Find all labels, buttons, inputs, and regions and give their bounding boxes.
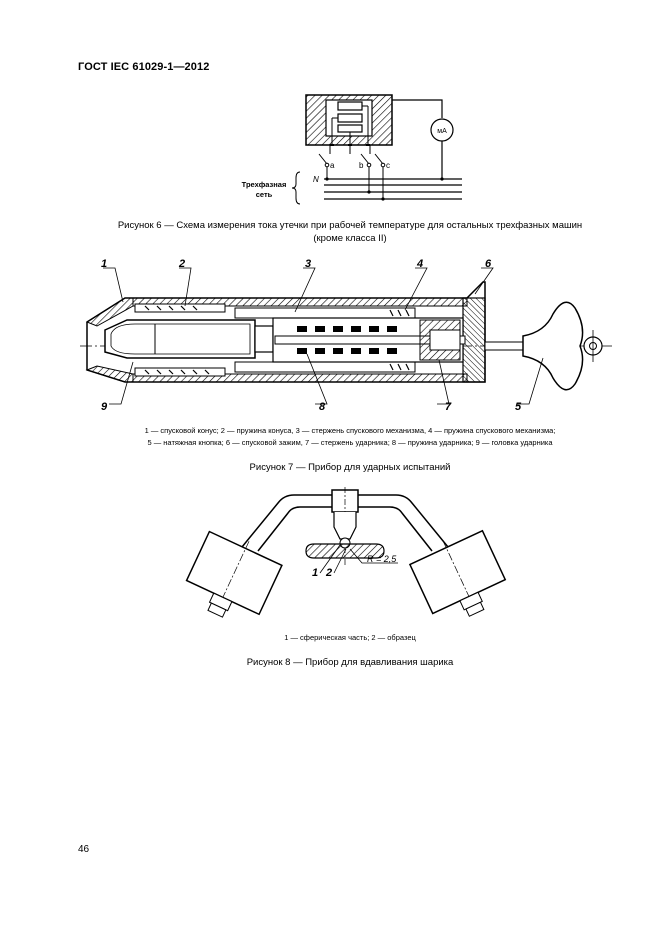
figure-7-legend: 1 — спусковой конус; 2 — пружина конуса,… [144, 426, 556, 447]
svg-text:N: N [313, 175, 319, 184]
figure-7-diagram: 1 2 3 4 6 9 8 7 5 [80, 258, 615, 413]
svg-text:a: a [330, 161, 335, 170]
svg-text:Трехфазная: Трехфазная [242, 180, 287, 189]
callout-1: 1 [101, 258, 107, 270]
figure-6-diagram: мA a b c N Трехфазная сеть [242, 94, 462, 205]
striker-rod [274, 335, 466, 345]
figure-7-caption: Рисунок 7 — Прибор для ударных испытаний [249, 462, 451, 473]
page-number: 46 [78, 844, 90, 855]
callout-4: 4 [416, 258, 423, 270]
figure-8-caption: Рисунок 8 — Прибор для вдавливания шарик… [246, 657, 454, 668]
svg-text:мA: мA [437, 128, 447, 135]
figure-8-diagram: 1 2 R = 2,5 [185, 487, 507, 618]
winding-3 [337, 124, 363, 133]
callout-9: 9 [101, 401, 108, 413]
svg-text:2: 2 [325, 567, 332, 579]
figure-8-legend: 1 — сферическая часть; 2 — образец [284, 633, 416, 642]
callout-5: 5 [515, 401, 522, 413]
figure-6-caption: Рисунок 6 — Схема измерения тока утечки … [117, 220, 583, 244]
callout-3: 3 [305, 258, 311, 270]
svg-text:b: b [359, 161, 364, 170]
trigger-clamp [462, 297, 486, 383]
callout-6: 6 [485, 258, 492, 270]
tension-knob [522, 301, 584, 391]
svg-text:1: 1 [312, 567, 318, 579]
switch-c [374, 153, 384, 165]
switch-a [318, 153, 328, 165]
document-header: ГОСТ IEC 61029-1—2012 [78, 61, 210, 73]
svg-text:сеть: сеть [256, 190, 273, 199]
hammer-head [104, 319, 256, 359]
switch-b [360, 153, 370, 165]
callout-7: 7 [445, 401, 452, 413]
radius-label: R = 2,5 [367, 554, 397, 564]
winding-1 [337, 101, 363, 111]
svg-text:c: c [386, 161, 390, 170]
callout-2: 2 [178, 258, 185, 270]
callout-8: 8 [319, 401, 326, 413]
winding-2 [337, 113, 363, 123]
